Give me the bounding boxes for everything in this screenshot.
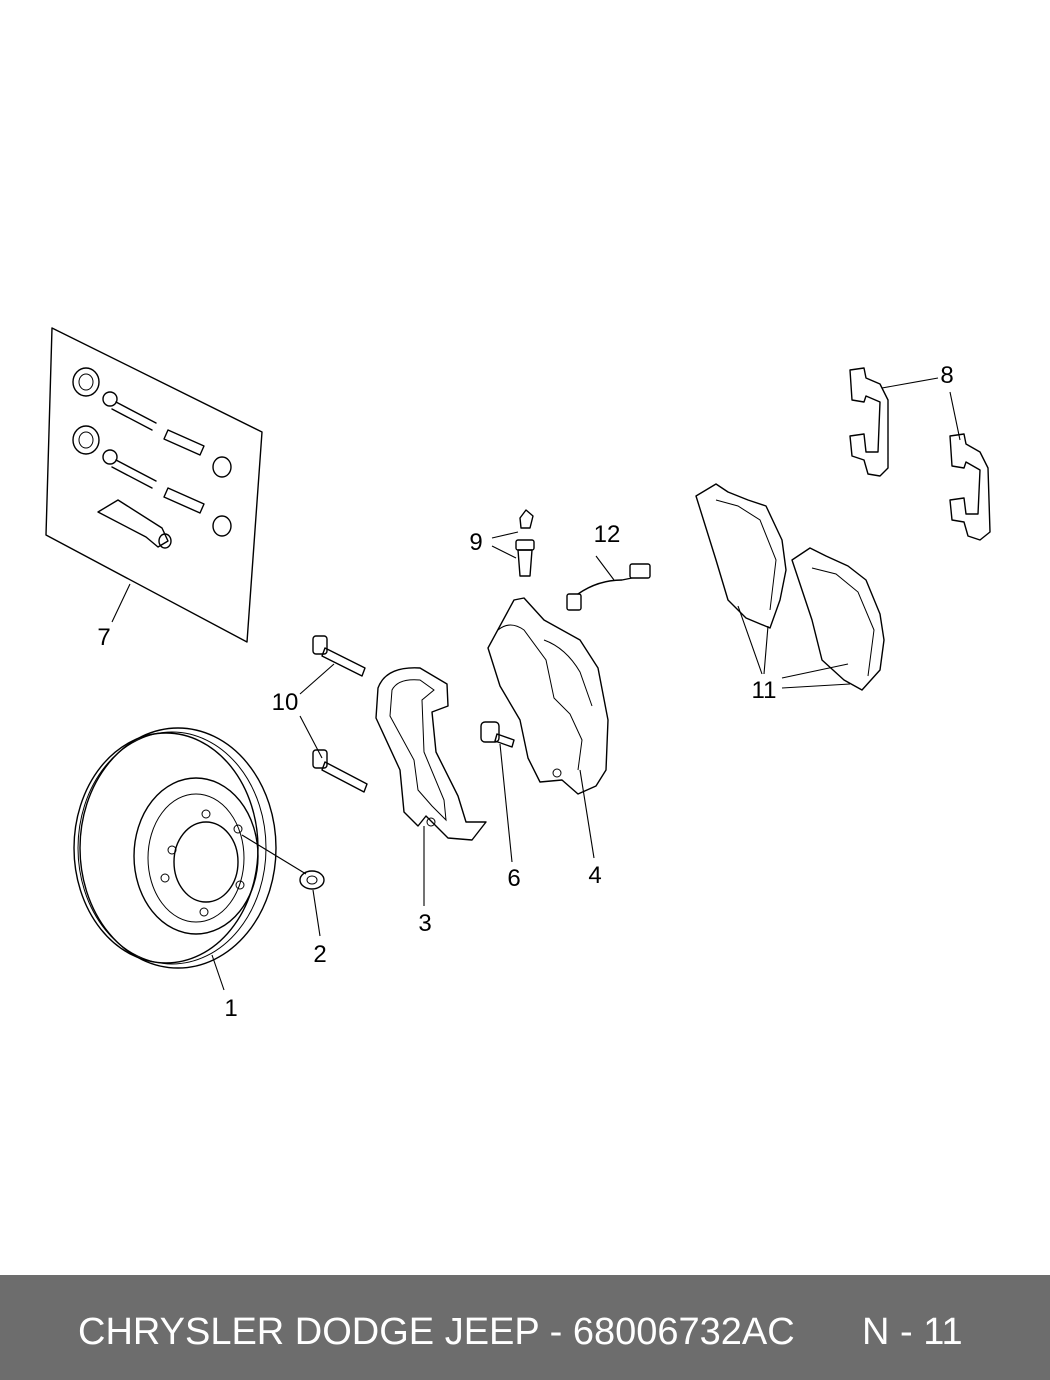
callout-7: 7 xyxy=(97,624,110,651)
part-10-guide-bolts xyxy=(312,635,368,793)
part-4-caliper xyxy=(487,597,609,795)
part-9-bleeder xyxy=(515,509,535,577)
callout-12: 12 xyxy=(594,521,621,548)
part-1-brake-rotor xyxy=(73,727,277,969)
callout-9: 9 xyxy=(469,529,482,556)
callout-2: 2 xyxy=(313,941,326,968)
part-12-wear-sensor xyxy=(566,563,651,611)
part-number-text: CHRYSLER DODGE JEEP - 68006732AC xyxy=(78,1311,795,1353)
callout-8: 8 xyxy=(940,362,953,389)
callout-6: 6 xyxy=(507,865,520,892)
footer-bar: CHRYSLER DODGE JEEP - 68006732AC N - 11 xyxy=(0,1275,1050,1380)
callout-1: 1 xyxy=(224,995,237,1022)
callout-10: 10 xyxy=(272,689,299,716)
part-7-repair-kit xyxy=(45,327,263,643)
part-8-anti-rattle-clips xyxy=(849,367,991,541)
part-6-bolt xyxy=(480,721,515,748)
part-3-caliper-bracket xyxy=(375,667,487,841)
part-2-nut xyxy=(299,870,325,890)
callout-4: 4 xyxy=(588,862,601,889)
callout-3: 3 xyxy=(418,910,431,937)
callout-11: 11 xyxy=(752,677,777,704)
leader-lines xyxy=(111,377,961,991)
part-11-brake-pads xyxy=(695,483,885,691)
exploded-parts-diagram: 1 2 3 4 6 7 8 9 10 11 12 xyxy=(45,327,991,1022)
page-number-text: N - 11 xyxy=(862,1311,963,1353)
